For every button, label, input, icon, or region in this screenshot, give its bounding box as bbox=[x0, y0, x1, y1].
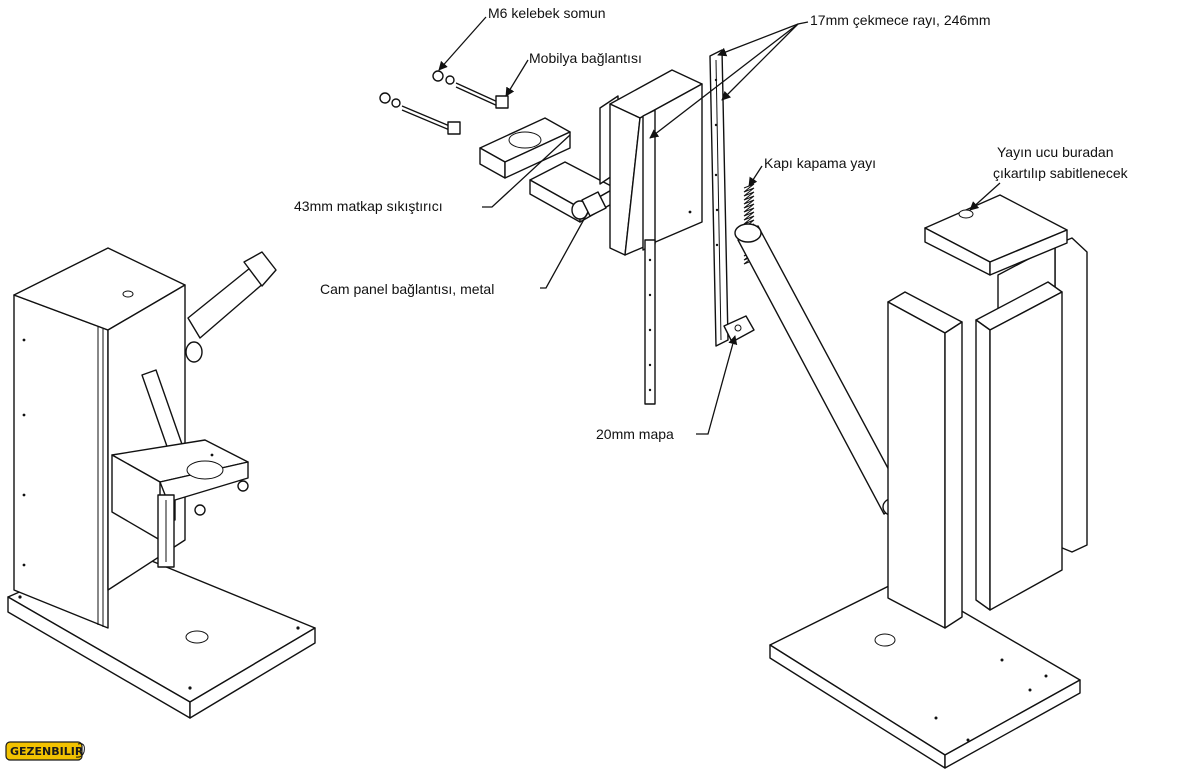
label-wing-nut: M6 kelebek somun bbox=[488, 5, 606, 21]
handle-left bbox=[185, 251, 277, 363]
leader-furniture-connector bbox=[505, 59, 529, 97]
carriage-left bbox=[111, 369, 249, 568]
label-spring-end-line1: Yayın ucu buradan bbox=[997, 144, 1114, 160]
logo-background bbox=[5, 741, 83, 761]
labels: M6 kelebek somun Mobilya bağlantısı 17mm… bbox=[294, 5, 1129, 442]
label-door-spring: Kapı kapama yayı bbox=[764, 155, 876, 171]
clamp-block bbox=[479, 117, 571, 179]
column-board-side bbox=[975, 281, 1063, 611]
label-spring-end-line2: çıkartılıp sabitlenecek bbox=[993, 165, 1129, 181]
clamp-bracket bbox=[529, 95, 619, 223]
gezenbilir-logo: GEZENBILIR bbox=[5, 741, 85, 761]
label-glass-panel-connector: Cam panel bağlantısı, metal bbox=[320, 281, 494, 297]
column-board-front bbox=[887, 291, 963, 629]
base-plate-right bbox=[769, 577, 1081, 769]
leader-spring-end bbox=[969, 182, 1001, 211]
leader-drawer-rail-b bbox=[649, 23, 799, 139]
lever-arm bbox=[734, 223, 906, 517]
leader-wing-nut bbox=[438, 16, 487, 71]
inner-rail bbox=[644, 239, 656, 405]
label-furniture-connector: Mobilya bağlantısı bbox=[529, 50, 642, 66]
assembled-drill-stand bbox=[7, 247, 316, 719]
wing-nut-bolts bbox=[379, 70, 509, 135]
exploded-stand-right bbox=[769, 194, 1088, 769]
top-cap bbox=[924, 194, 1068, 276]
leader-lines bbox=[438, 16, 1001, 435]
logo-swirl-icon bbox=[75, 743, 85, 758]
leader-door-spring bbox=[748, 165, 763, 187]
drawer-rail bbox=[709, 49, 729, 347]
logo-text: GEZENBILIR bbox=[10, 745, 84, 758]
label-drill-clamp: 43mm matkap sıkıştırıcı bbox=[294, 198, 443, 214]
leader-glass-panel-connector bbox=[540, 211, 589, 289]
leader-hinge bbox=[696, 335, 738, 435]
slide-plate bbox=[609, 69, 703, 256]
leader-drill-clamp bbox=[482, 134, 571, 208]
label-drawer-rail: 17mm çekmece rayı, 246mm bbox=[810, 12, 991, 28]
leader-drawer-rail-c bbox=[721, 23, 799, 101]
label-hinge: 20mm mapa bbox=[596, 426, 674, 442]
